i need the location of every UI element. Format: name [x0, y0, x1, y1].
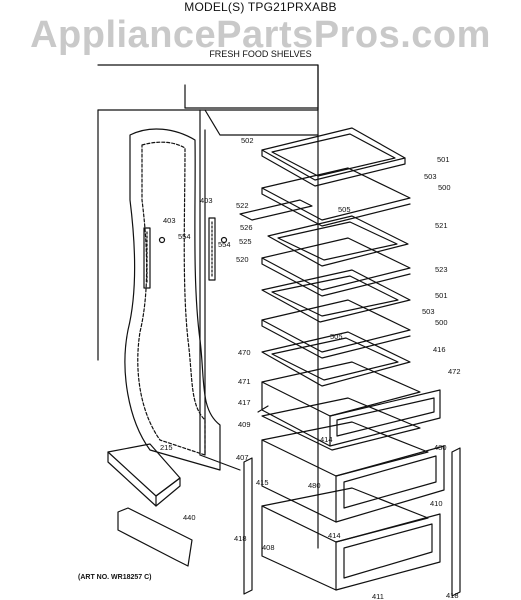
- part-label: 416: [433, 345, 446, 354]
- part-label: 501: [437, 155, 450, 164]
- slide-rail-right: [451, 447, 461, 597]
- part-label: 403: [200, 196, 213, 205]
- part-label: 503: [422, 307, 435, 316]
- part-label: 407: [236, 453, 249, 462]
- model-title: MODEL(S) TPG21PRXABB: [184, 0, 337, 14]
- shelf-support-left: [143, 227, 151, 289]
- part-label: 526: [240, 223, 253, 232]
- shelf-frame-500: [261, 167, 411, 227]
- part-label: 415: [256, 478, 269, 487]
- shelf-frame-520: [239, 199, 411, 297]
- part-label: 215: [160, 443, 173, 452]
- part-label: 414: [328, 531, 341, 540]
- part-label: 414: [320, 435, 333, 444]
- part-label: 522: [236, 201, 249, 210]
- part-label: 500: [438, 183, 451, 192]
- part-label: 502: [241, 136, 254, 145]
- middle-drawer: [261, 421, 445, 523]
- part-label: 417: [238, 398, 251, 407]
- part-label: 554: [178, 232, 191, 241]
- part-label: 471: [238, 377, 251, 386]
- part-label: 500: [435, 318, 448, 327]
- part-label: 410: [430, 499, 443, 508]
- part-label: 521: [435, 221, 448, 230]
- part-label: 472: [448, 367, 461, 376]
- part-label: 525: [239, 237, 252, 246]
- cabinet-outline: [97, 64, 319, 549]
- part-label: 503: [424, 172, 437, 181]
- part-label: 403: [163, 216, 176, 225]
- bottom-drawer: [261, 487, 441, 591]
- trim-strip: [117, 507, 193, 567]
- drawer-frame: [257, 397, 421, 451]
- screw-554-right: [220, 236, 228, 244]
- upper-drawer: [261, 361, 441, 447]
- screw-554-left: [158, 236, 166, 244]
- part-label: 523: [435, 265, 448, 274]
- part-label: 408: [262, 543, 275, 552]
- part-label: 411: [372, 592, 384, 600]
- part-label: 505: [338, 205, 351, 214]
- shelf-lower: [261, 269, 411, 323]
- part-label: 501: [435, 291, 448, 300]
- slide-rail-left: [243, 457, 253, 595]
- part-label: 440: [183, 513, 196, 522]
- part-label: 470: [238, 348, 251, 357]
- part-number-labels: 5025015035005055225265255215235205015035…: [160, 136, 461, 600]
- art-number: (ART NO. WR18257 C): [78, 574, 152, 581]
- part-label: 418: [446, 591, 459, 600]
- section-title: FRESH FOOD SHELVES: [209, 49, 312, 59]
- door-liner: [124, 128, 221, 471]
- shelf-frame-lower: [261, 299, 411, 359]
- part-label: 505: [330, 332, 343, 341]
- part-label: 480: [308, 481, 321, 490]
- part-label: 520: [236, 255, 249, 264]
- part-label: 418: [234, 534, 247, 543]
- part-label: 480: [434, 443, 447, 452]
- part-label: 554: [218, 240, 231, 249]
- watermark: AppliancePartsPros.com: [30, 14, 491, 56]
- part-label: 409: [238, 420, 251, 429]
- drawer-cover: [261, 331, 411, 387]
- shelf-support-right: [208, 217, 216, 281]
- door-bin: [107, 443, 181, 507]
- shelf-mid-upper: [267, 215, 409, 267]
- shelf-top: [261, 127, 406, 187]
